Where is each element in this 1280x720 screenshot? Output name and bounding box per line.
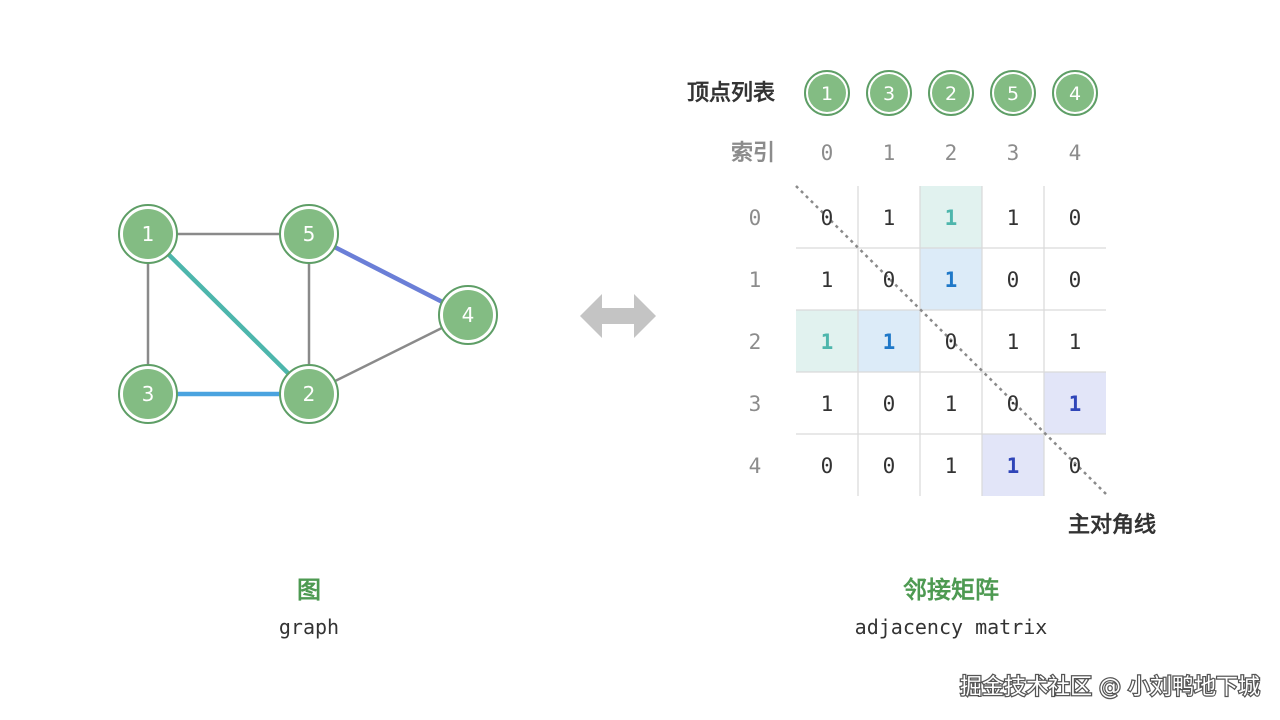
- matrix-cell: 1: [945, 454, 958, 478]
- double-headed-arrow-icon: [580, 294, 656, 338]
- vertex-list-item: 3: [866, 70, 912, 116]
- matrix-cell: 0: [821, 454, 834, 478]
- graph-nodes: 1 5 4 3 2: [118, 204, 498, 424]
- graph: 1 5 4 3 2: [118, 204, 498, 424]
- matrix-cell: 1: [945, 268, 958, 292]
- column-index: 0: [821, 141, 834, 165]
- matrix-caption-cn: 邻接矩阵: [903, 576, 999, 604]
- matrix-cell: 1: [883, 206, 896, 230]
- adjacency-matrix: 0 1 1 1 0 1 0 1 0 0 1 1 0 1 1 1 0 1 0 1 0 0 1 1 0: [795, 185, 1108, 496]
- node-fill: [123, 369, 173, 419]
- matrix-caption-en: adjacency matrix: [855, 615, 1048, 639]
- matrix-cell: 1: [821, 268, 834, 292]
- graph-caption-cn: 图: [297, 576, 321, 604]
- matrix-cell: 1: [1069, 392, 1082, 416]
- matrix-cell: 0: [1069, 454, 1082, 478]
- graph-node-5: 5: [279, 204, 339, 264]
- node-label: 1: [142, 222, 155, 246]
- node-label: 4: [462, 303, 475, 327]
- matrix-values: 0 1 1 1 0 1 0 1 0 0 1 1 0 1 1 1 0 1 0 1 0 0 1 1 0: [821, 206, 1082, 478]
- matrix-cell: 0: [821, 206, 834, 230]
- vertex-fill: [808, 74, 846, 112]
- matrix-cell: 1: [821, 330, 834, 354]
- matrix-cell: 0: [1007, 392, 1020, 416]
- main-diagonal-line: [795, 185, 1108, 496]
- highlight-cell: [920, 248, 982, 310]
- vertex-label: 3: [883, 83, 895, 105]
- edge-1-2: [146, 232, 311, 396]
- row-index: 4: [749, 454, 762, 478]
- highlight-cell: [796, 310, 858, 372]
- vertex-label: 5: [1007, 83, 1019, 105]
- highlight-cell: [1044, 372, 1106, 434]
- node-label: 3: [142, 382, 155, 406]
- matrix-cell: 1: [883, 330, 896, 354]
- graph-node-1: 1: [118, 204, 178, 264]
- row-index: 1: [749, 268, 762, 292]
- column-index: 3: [1007, 141, 1020, 165]
- column-index: 1: [883, 141, 896, 165]
- node-fill: [284, 209, 334, 259]
- matrix-cell: 0: [883, 454, 896, 478]
- vertex-list-item: 2: [928, 70, 974, 116]
- row-index: 2: [749, 330, 762, 354]
- row-index: 0: [749, 206, 762, 230]
- index-header: 0 1 2 3 4: [821, 141, 1082, 165]
- highlight-cell: [920, 186, 982, 248]
- vertex-label: 2: [945, 83, 957, 105]
- highlight-cells: [796, 186, 1106, 496]
- vertex-list-label: 顶点列表: [687, 80, 776, 106]
- index-label: 索引: [731, 141, 775, 166]
- highlight-cell: [982, 434, 1044, 496]
- matrix-cell: 1: [1007, 330, 1020, 354]
- vertex-fill: [932, 74, 970, 112]
- node-fill: [284, 369, 334, 419]
- matrix-cell: 0: [883, 392, 896, 416]
- vertex-fill: [870, 74, 908, 112]
- matrix-cell: 1: [1007, 206, 1020, 230]
- vertex-list-item: 4: [1052, 70, 1098, 116]
- node-fill: [443, 290, 493, 340]
- matrix-cell: 1: [1069, 330, 1082, 354]
- matrix-cell: 1: [1007, 454, 1020, 478]
- matrix-cell: 1: [945, 206, 958, 230]
- matrix-cell: 0: [1069, 206, 1082, 230]
- node-label: 5: [303, 222, 316, 246]
- vertex-list: 1 3 2 5 4: [804, 70, 1098, 116]
- vertex-label: 4: [1069, 83, 1081, 105]
- node-fill: [123, 209, 173, 259]
- column-index: 2: [945, 141, 958, 165]
- matrix-cell: 1: [945, 392, 958, 416]
- row-index-labels: 0 1 2 3 4: [749, 206, 762, 478]
- node-label: 2: [303, 382, 316, 406]
- graph-node-2: 2: [279, 364, 339, 424]
- row-index: 3: [749, 392, 762, 416]
- matrix-cell: 0: [945, 330, 958, 354]
- watermark: 掘金技术社区 @ 小刘鸭地下城: [960, 675, 1260, 700]
- matrix-cell: 0: [883, 268, 896, 292]
- main-diagonal-label: 主对角线: [1068, 512, 1156, 538]
- graph-node-4: 4: [438, 285, 498, 345]
- vertex-fill: [1056, 74, 1094, 112]
- matrix-cell: 0: [1007, 268, 1020, 292]
- matrix-cell: 1: [821, 392, 834, 416]
- column-index: 4: [1069, 141, 1082, 165]
- graph-node-3: 3: [118, 364, 178, 424]
- highlight-cell: [858, 310, 920, 372]
- vertex-label: 1: [821, 83, 833, 105]
- matrix-cell: 0: [1069, 268, 1082, 292]
- matrix-grid: [796, 186, 1106, 496]
- vertex-list-item: 1: [804, 70, 850, 116]
- vertex-list-item: 5: [990, 70, 1036, 116]
- graph-caption-en: graph: [279, 615, 339, 639]
- vertex-fill: [994, 74, 1032, 112]
